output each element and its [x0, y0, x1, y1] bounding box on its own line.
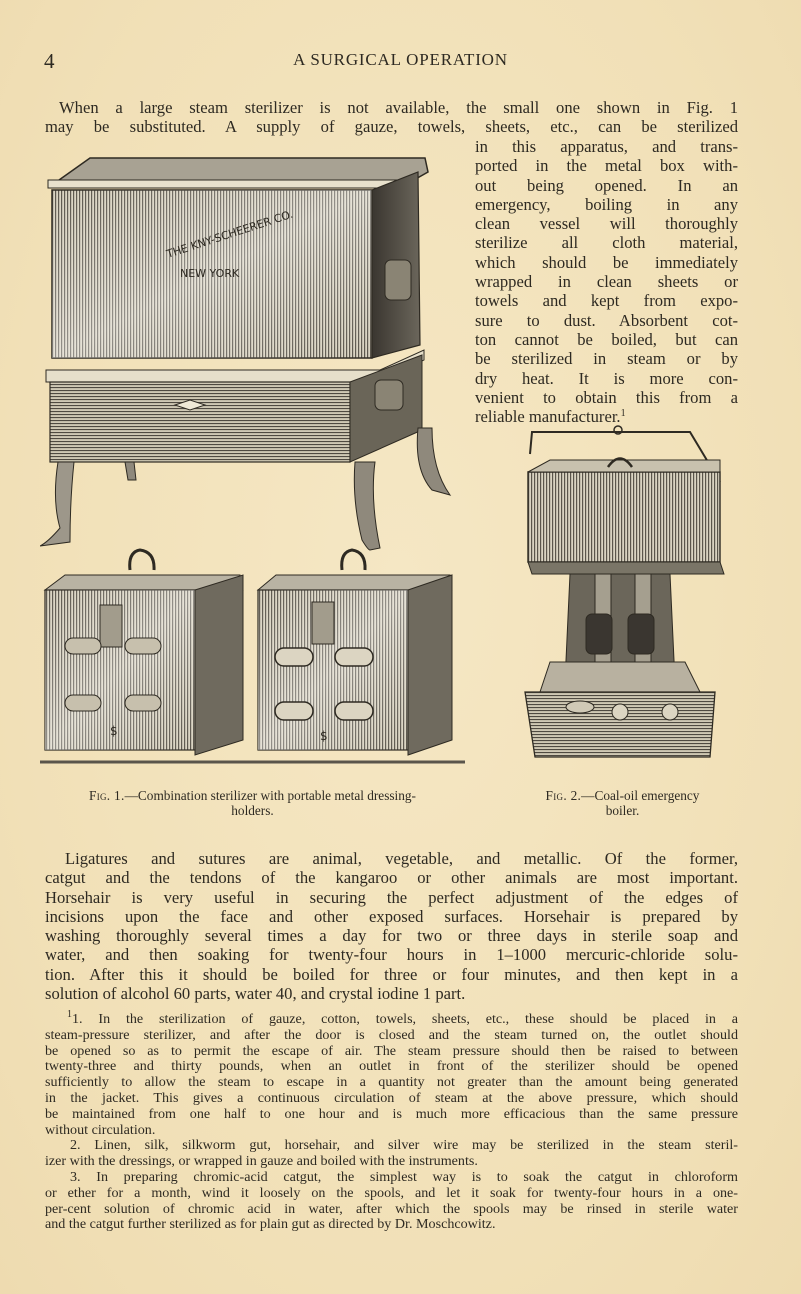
intro-paragraph: When a large steam sterilizer is not ava… — [45, 98, 738, 137]
text-line: out being opened. In an — [475, 175, 738, 195]
text-line: 2. Linen, silk, silkworm gut, horsehair,… — [70, 1137, 738, 1154]
text-line: ported in the metal box with- — [475, 156, 738, 176]
text-line: per-cent solution of chromic acid in wat… — [45, 1200, 738, 1217]
text-line: sure to dust. Absorbent cot- — [475, 310, 738, 330]
footnote-marker: 1 — [67, 1009, 72, 1020]
running-title: A SURGICAL OPERATION — [293, 50, 508, 69]
text-line: Ligatures and sutures are animal, vegeta… — [65, 849, 738, 868]
caption-text: —Combination sterilizer with portable me… — [124, 788, 416, 803]
text-line: steam-pressure sterilizer, and after the… — [45, 1026, 738, 1043]
intro-side-column: in this apparatus, and trans- ported in … — [475, 137, 738, 426]
text-line: water, and then soaking for twenty-four … — [45, 945, 738, 965]
text-line: tion. After this it should be boiled for… — [45, 964, 738, 984]
text-line: in this apparatus, and trans- — [475, 137, 738, 156]
text-line: reliable manufacturer.1 — [475, 407, 626, 427]
svg-text:$: $ — [110, 724, 118, 738]
dressing-box-left: $ — [43, 548, 244, 756]
figure-1-caption: Fig. 1.—Combination sterilizer with port… — [40, 788, 465, 818]
text-line: in the jacket. This gives a continuous c… — [45, 1089, 738, 1106]
footnote-3: 3. In preparing chromic-acid catgut, the… — [45, 1168, 738, 1233]
figure-label: Fig. 1. — [89, 788, 125, 803]
caption-text: holders. — [231, 802, 274, 818]
text-line: ton cannot be boiled, but can — [475, 329, 738, 349]
svg-text:$: $ — [320, 729, 328, 743]
text-line: solution of alcohol 60 parts, water 40, … — [45, 984, 466, 1004]
text-line: washing thoroughly several times a day f… — [45, 926, 738, 946]
dressing-box-right: $ — [256, 548, 453, 756]
svg-text:NEW YORK: NEW YORK — [180, 267, 240, 280]
text-line: emergency, boiling in any — [475, 194, 738, 214]
text-line: or ether for a month, wind it loosely on… — [45, 1184, 738, 1201]
text-line: catgut and the tendons of the kangaroo o… — [45, 868, 738, 888]
caption-text: boiler. — [605, 802, 640, 818]
text-line: be opened so as to permit the escape of … — [45, 1042, 738, 1059]
coal-oil-boiler-engraving-icon — [524, 425, 725, 758]
main-paragraph: Ligatures and sutures are animal, vegeta… — [45, 849, 738, 1003]
text-line: When a large steam sterilizer is not ava… — [59, 98, 738, 117]
running-head: 4 A SURGICAL OPERATION — [0, 49, 801, 73]
text-line: clean vessel will thoroughly — [475, 214, 738, 234]
text-line: which should be immediately — [475, 252, 738, 272]
text-line: may be substituted. A supply of gauze, t… — [45, 117, 738, 137]
figure-label: Fig. 2. — [545, 788, 582, 803]
text-line: sterilize all cloth material, — [475, 233, 738, 253]
figure-2-illustration — [510, 422, 735, 772]
text-line: without circulation. — [45, 1121, 156, 1138]
text-line: venient to obtain this from a — [475, 387, 738, 407]
text-line: be sterilized in steam or by — [475, 349, 738, 369]
text-line: dry heat. It is more con- — [475, 368, 738, 388]
text-line: be maintained from one half to one hour … — [45, 1105, 738, 1122]
sterilizer-engraving-icon: THE KNY-SCHEERER CO. NEW YORK — [40, 157, 465, 764]
text-line: incisions upon the face and other expose… — [45, 906, 738, 926]
text-line: 11. In the sterilization of gauze, cotto… — [67, 1009, 738, 1027]
text-line: sufficiently to allow the steam to escap… — [45, 1074, 738, 1091]
text-line: towels and kept from expo- — [475, 291, 738, 311]
text-line: izer with the dressings, or wrapped in g… — [45, 1153, 478, 1170]
footnote-reference[interactable]: 1 — [620, 408, 626, 420]
footnotes: 11. In the sterilization of gauze, cotto… — [45, 1009, 738, 1233]
caption-text: —Coal-oil emergency — [581, 788, 700, 803]
text-line: wrapped in clean sheets or — [475, 272, 738, 292]
page-number: 4 — [44, 49, 55, 73]
text-line: Horsehair is very useful in securing the… — [45, 887, 738, 907]
footnote-1: 11. In the sterilization of gauze, cotto… — [45, 1009, 738, 1138]
text-line: twenty-three and thirty pounds, when an … — [45, 1058, 738, 1075]
footnote-2: 2. Linen, silk, silkworm gut, horsehair,… — [45, 1138, 738, 1170]
text-line: 3. In preparing chromic-acid catgut, the… — [70, 1168, 738, 1185]
figure-2-caption: Fig. 2.—Coal-oil emergency boiler. — [510, 788, 735, 818]
text-line: and the catgut further sterilized as for… — [45, 1216, 496, 1233]
figure-1-illustration: THE KNY-SCHEERER CO. NEW YORK — [40, 150, 465, 770]
